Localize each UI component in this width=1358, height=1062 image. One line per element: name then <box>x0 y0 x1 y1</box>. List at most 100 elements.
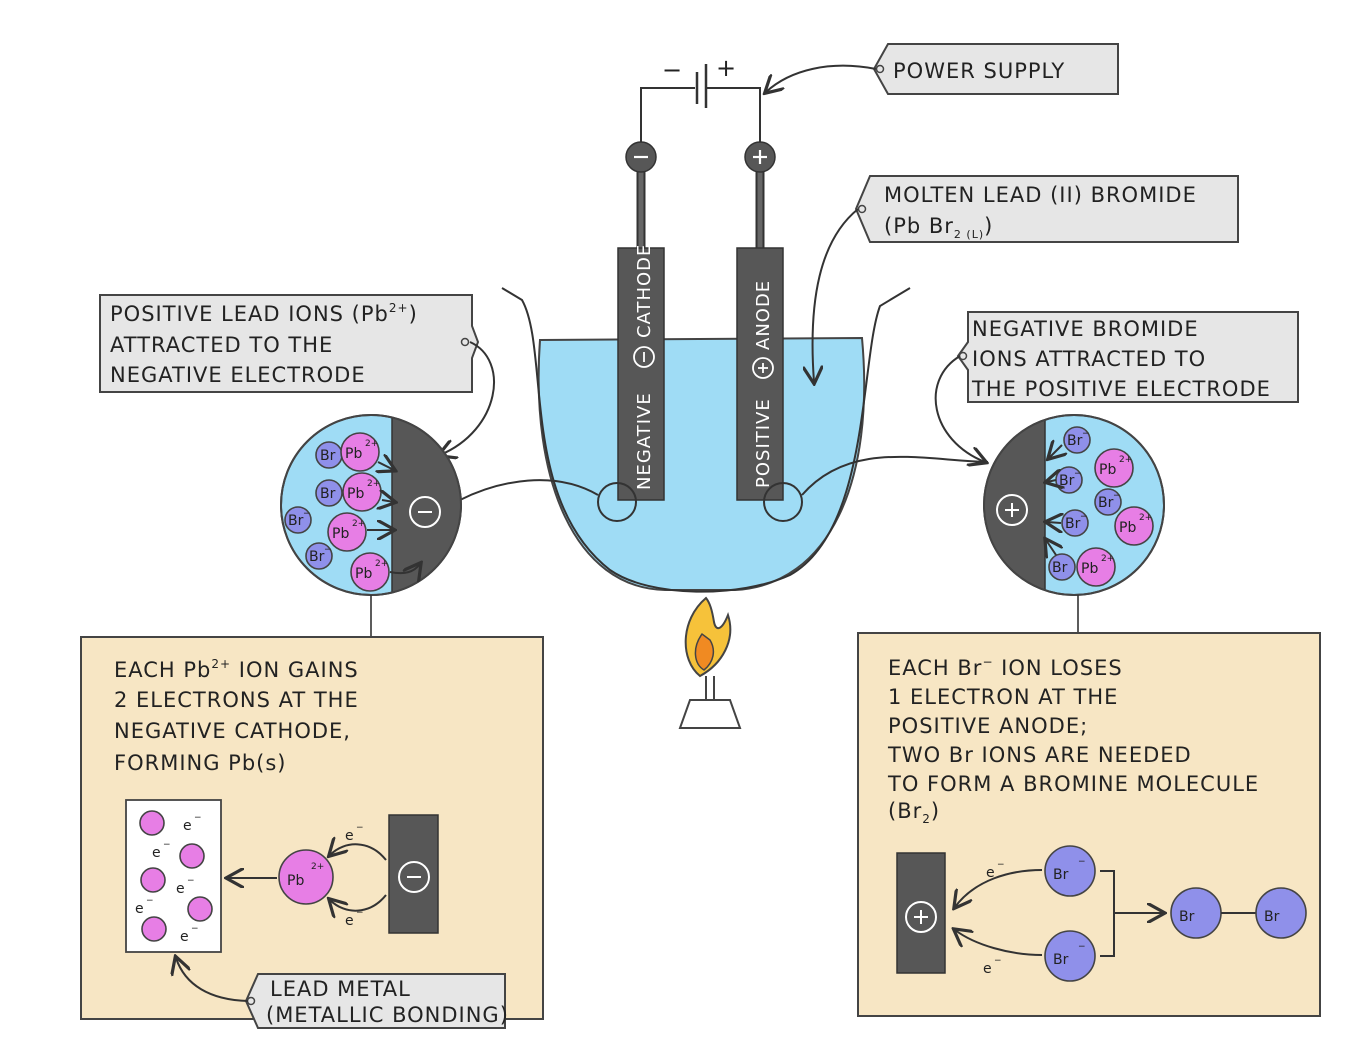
svg-text:−: − <box>997 860 1005 870</box>
svg-text:e: e <box>176 881 185 897</box>
ion-pb: Pb2+ <box>340 432 380 472</box>
svg-text:−: − <box>1082 429 1090 439</box>
cathode-name-label: CATHODE <box>634 244 655 338</box>
electron: e− <box>345 908 364 929</box>
anode-electrode: POSITIVE ANODE <box>736 141 784 501</box>
power-supply-tag: POWER SUPPLY <box>766 43 1119 94</box>
anode-box-line6: (Br2) <box>888 799 940 826</box>
bromide-ions-tag-line1: NEGATIVE BROMIDE <box>972 317 1199 341</box>
cathode-zoom-ring <box>597 482 637 522</box>
ion-pb: Pb2+ <box>1076 547 1116 587</box>
cathode-box-line2: 2 ELECTRONS AT THE <box>114 688 359 712</box>
electrolyte-label: MOLTEN LEAD (II) BROMIDE <box>884 183 1197 207</box>
svg-text:−: − <box>1078 857 1086 867</box>
electrolyte-tag: MOLTEN LEAD (II) BROMIDE (Pb Br2 (L)) <box>813 175 1239 382</box>
svg-text:Pb: Pb <box>345 446 362 462</box>
svg-text:2+: 2+ <box>1101 554 1114 564</box>
svg-text:e: e <box>183 818 192 834</box>
svg-text:Br: Br <box>320 486 336 502</box>
svg-text:Br: Br <box>288 513 304 529</box>
svg-text:e: e <box>345 913 354 929</box>
svg-text:−: − <box>146 896 154 906</box>
lead-ions-tag-line2: ATTRACTED TO THE <box>110 333 333 357</box>
ion-br: Br− <box>1044 930 1096 982</box>
ion-pb: Pb2+ <box>342 472 382 512</box>
svg-text:Br: Br <box>309 549 325 565</box>
cathode-electrode: NEGATIVE CATHODE <box>617 141 665 501</box>
ion-br: Br− <box>1094 488 1122 516</box>
svg-text:−: − <box>1113 491 1121 501</box>
svg-text:2+: 2+ <box>1119 455 1132 465</box>
cathode-zoom-view: Br Pb2+ Br Pb2+ Br− Pb2+ Br− Pb2+ <box>280 414 462 638</box>
svg-text:Br: Br <box>1065 516 1081 532</box>
lead-ions-tag-line1: POSITIVE LEAD IONS (Pb2+) <box>110 301 418 326</box>
lead-ions-tag: POSITIVE LEAD IONS (Pb2+) ATTRACTED TO T… <box>99 294 495 455</box>
svg-text:Br: Br <box>1059 473 1075 489</box>
electron: e− <box>152 840 171 861</box>
svg-text:Br: Br <box>1098 495 1114 511</box>
svg-text:e: e <box>135 901 144 917</box>
svg-text:−: − <box>324 545 332 555</box>
svg-text:−: − <box>356 908 364 918</box>
svg-text:2+: 2+ <box>375 559 388 569</box>
svg-text:Br: Br <box>1067 433 1083 449</box>
svg-text:Pb: Pb <box>1119 520 1136 536</box>
ion-pb: Pb2+ <box>1114 506 1154 546</box>
beaker <box>501 287 911 593</box>
cathode-sign-label: NEGATIVE <box>634 392 655 490</box>
svg-text:2+: 2+ <box>1139 513 1152 523</box>
svg-text:2+: 2+ <box>367 479 380 489</box>
svg-text:Br: Br <box>1053 867 1069 883</box>
lead-metal-tag-line1: LEAD METAL <box>270 977 411 1001</box>
svg-text:−: − <box>187 876 195 886</box>
svg-text:−: − <box>194 813 202 823</box>
anode-zoom-view: Br− Br− Pb2+ Br− Br− Pb2+ Br Pb2+ <box>983 414 1165 632</box>
svg-text:Pb: Pb <box>347 486 364 502</box>
anode-box-line1: EACH Br− ION LOSES <box>888 655 1123 680</box>
svg-text:Br: Br <box>320 448 336 464</box>
ion-br: Br <box>1048 553 1076 581</box>
svg-text:−: − <box>163 840 171 850</box>
electron: e− <box>180 924 199 945</box>
cathode-box-line4: FORMING Pb(s) <box>114 751 287 775</box>
ion-br: Br− <box>1063 426 1091 454</box>
svg-text:e: e <box>983 961 992 977</box>
svg-text:e: e <box>152 845 161 861</box>
svg-text:2+: 2+ <box>365 439 378 449</box>
bromide-ions-tag: NEGATIVE BROMIDE IONS ATTRACTED TO THE P… <box>934 311 1299 462</box>
bromine-molecule: Br Br <box>1170 887 1307 939</box>
bromide-ions-tag-line2: IONS ATTRACTED TO <box>972 347 1206 371</box>
lead-ions-tag-line3: NEGATIVE ELECTRODE <box>110 363 366 387</box>
svg-text:2+: 2+ <box>311 862 324 872</box>
lead-metal-tag-line2: (METALLIC BONDING) <box>266 1003 509 1027</box>
electron: e− <box>176 876 195 897</box>
svg-text:Pb: Pb <box>1099 462 1116 478</box>
ion-br: Br <box>315 479 343 507</box>
anode-zoom-ring <box>763 482 803 522</box>
svg-text:e: e <box>180 929 189 945</box>
cathode-box-line3: NEGATIVE CATHODE, <box>114 719 351 743</box>
anode-box-line3: POSITIVE ANODE; <box>888 714 1088 738</box>
electron: e− <box>135 896 154 917</box>
anode-box-line2: 1 ELECTRON AT THE <box>888 685 1118 709</box>
svg-text:−: − <box>1078 942 1086 952</box>
svg-text:Pb: Pb <box>355 566 372 582</box>
svg-text:−: − <box>994 956 1002 966</box>
cathode-explanation-box: EACH Pb2+ ION GAINS 2 ELECTRONS AT THE N… <box>80 636 544 1029</box>
svg-text:−: − <box>1080 512 1088 522</box>
electron: e− <box>345 823 364 844</box>
power-supply: − + <box>640 54 761 150</box>
ion-br: Br− <box>284 506 312 534</box>
svg-text:Br: Br <box>1052 560 1068 576</box>
anode-box-line5: TO FORM A BROMINE MOLECULE <box>887 772 1259 796</box>
svg-text:Br: Br <box>1179 909 1195 925</box>
ion-pb: Pb2+ <box>278 849 334 905</box>
svg-text:Br: Br <box>1053 952 1069 968</box>
ion-br: Br− <box>305 542 333 570</box>
svg-text:−: − <box>356 823 364 833</box>
svg-text:−: − <box>1074 469 1082 479</box>
electron: e− <box>183 813 202 834</box>
bunsen-burner <box>678 596 742 729</box>
electrolyte-formula: (Pb Br2 (L)) <box>884 214 993 241</box>
anode-name-label: ANODE <box>753 280 774 350</box>
